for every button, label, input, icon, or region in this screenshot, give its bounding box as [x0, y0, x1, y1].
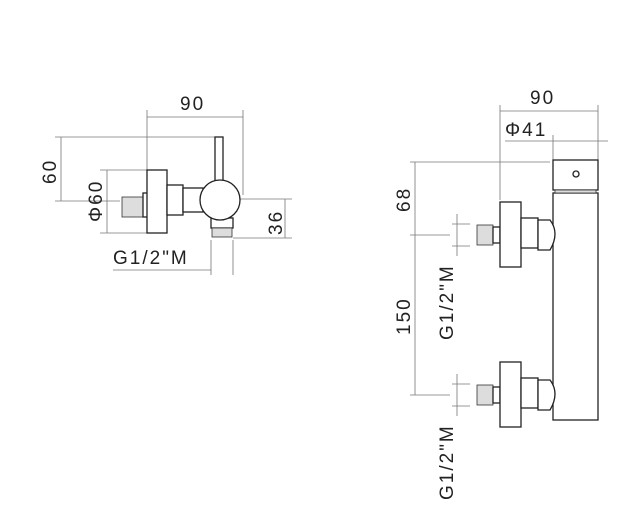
right-top-offset-label: 68 [394, 187, 415, 212]
left-thread-label: G1/2"M [113, 248, 189, 269]
right-upper-thread-label: G1/2"M [437, 264, 458, 340]
left-flange-diameter-label: Φ60 [86, 180, 107, 222]
left-outlet-height-label: 36 [266, 210, 287, 235]
left-view-drawing [55, 110, 292, 275]
right-width-label: 90 [530, 88, 555, 109]
right-lower-thread-label: G1/2"M [437, 424, 458, 500]
left-width-label: 90 [180, 94, 205, 115]
right-view-drawing [410, 105, 608, 428]
right-centre-distance-label: 150 [394, 297, 415, 335]
right-body-diameter-label: Φ41 [505, 120, 547, 141]
left-height-label: 60 [40, 159, 61, 184]
